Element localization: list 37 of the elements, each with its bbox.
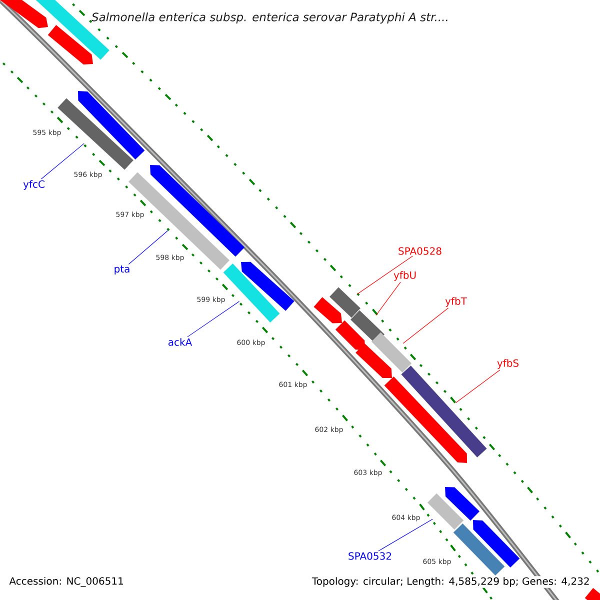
gene-label: yfbU — [394, 271, 416, 281]
gene-feature — [78, 91, 145, 160]
gene-feature — [453, 523, 505, 576]
leader-line — [378, 518, 433, 552]
gene-feature — [371, 332, 412, 373]
footer-text: Topology: circular; Length: 4,585,229 bp; Genes: 4,232 — [310, 576, 591, 588]
leader-line — [40, 143, 84, 180]
gene-label: SPA0532 — [348, 552, 392, 560]
gene-feature — [330, 287, 360, 318]
leader-line — [456, 370, 500, 404]
gene-feature — [384, 376, 467, 463]
leader-line — [128, 230, 168, 265]
leader-line — [402, 308, 449, 344]
gene-feature — [584, 588, 600, 600]
footer-text: Accession: NC_006511 — [9, 577, 123, 587]
gene-feature — [445, 487, 480, 521]
gene-label: yfbS — [497, 359, 519, 369]
gene-feature — [401, 366, 487, 458]
gene-feature — [223, 264, 280, 322]
gene-label: ackA — [168, 338, 192, 346]
leader-line — [356, 256, 414, 294]
gene-feature — [128, 172, 230, 270]
gene-feature — [48, 25, 93, 65]
title: Salmonella enterica subsp. enterica serovar Paratyphi A str.... — [92, 12, 448, 24]
gene-feature — [241, 262, 294, 311]
gene-label: pta — [114, 265, 130, 275]
gene-feature — [314, 297, 342, 324]
gene-label: yfcC — [23, 180, 44, 190]
gene-feature — [0, 0, 48, 28]
gene-feature — [335, 320, 365, 350]
leader-line — [376, 282, 401, 316]
gene-feature — [427, 493, 464, 530]
gene-label: SPA0528 — [398, 247, 442, 255]
gene-label: yfbT — [445, 297, 467, 307]
gene-feature — [473, 520, 520, 568]
gene-feature — [356, 343, 392, 378]
leader-line — [187, 301, 240, 338]
